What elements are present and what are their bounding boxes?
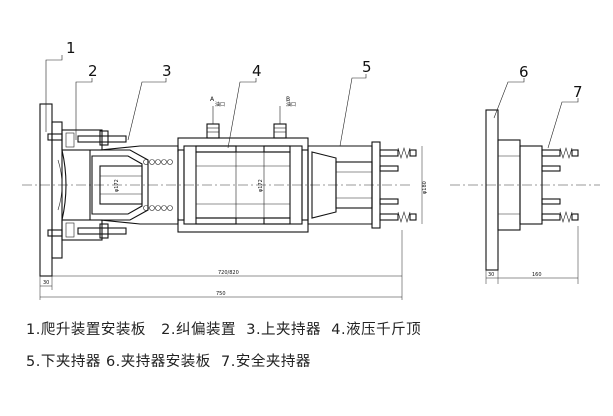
label-port-a: A: [210, 96, 215, 103]
dim-diameter-mid: φ172: [258, 179, 264, 192]
label-part-4: 4: [252, 62, 262, 80]
part-7-safety-clamp: [519, 145, 579, 225]
label-part-2: 2: [88, 62, 98, 80]
dimension-lines: [39, 226, 579, 300]
dim-right-flange: 30: [488, 272, 494, 278]
label-part-7: 7: [573, 83, 583, 101]
leader-lines: [45, 55, 579, 149]
dim-flange-thickness: 30: [43, 280, 49, 286]
label-port-b: B: [286, 96, 290, 103]
dim-stroke-length: 720/820: [218, 270, 239, 276]
label-part-6: 6: [519, 63, 529, 81]
caption-line-1: 1.爬升装置安装板 2.纠偏装置 3.上夹持器 4.液压千斤顶: [26, 322, 422, 338]
part-5-lower-clamp: [307, 141, 417, 229]
part-2-correction-device: [47, 129, 127, 241]
dim-right-length: 160: [532, 272, 542, 278]
label-part-3: 3: [162, 62, 172, 80]
part-4-hydraulic-jack: [177, 106, 309, 233]
caption-line-2: 5.下夹持器 6.夹持器安装板 7.安全夹持器: [26, 354, 311, 370]
label-port-b-note: 油口: [286, 101, 296, 108]
label-port-a-note: 油口: [215, 101, 225, 108]
hydraulic-jack-assembly-drawing: 1 2 3 4 5 6 7 A 油口 B 油口 φ172 φ172 φ180 3…: [22, 39, 600, 300]
label-part-1: 1: [66, 39, 76, 57]
dim-diameter-left: φ172: [114, 179, 120, 192]
label-part-5: 5: [362, 58, 372, 76]
dim-overall-length: 750: [216, 291, 226, 297]
part-6-clamp-mounting-plate: [485, 109, 521, 271]
dim-diameter-right: φ180: [422, 181, 428, 194]
